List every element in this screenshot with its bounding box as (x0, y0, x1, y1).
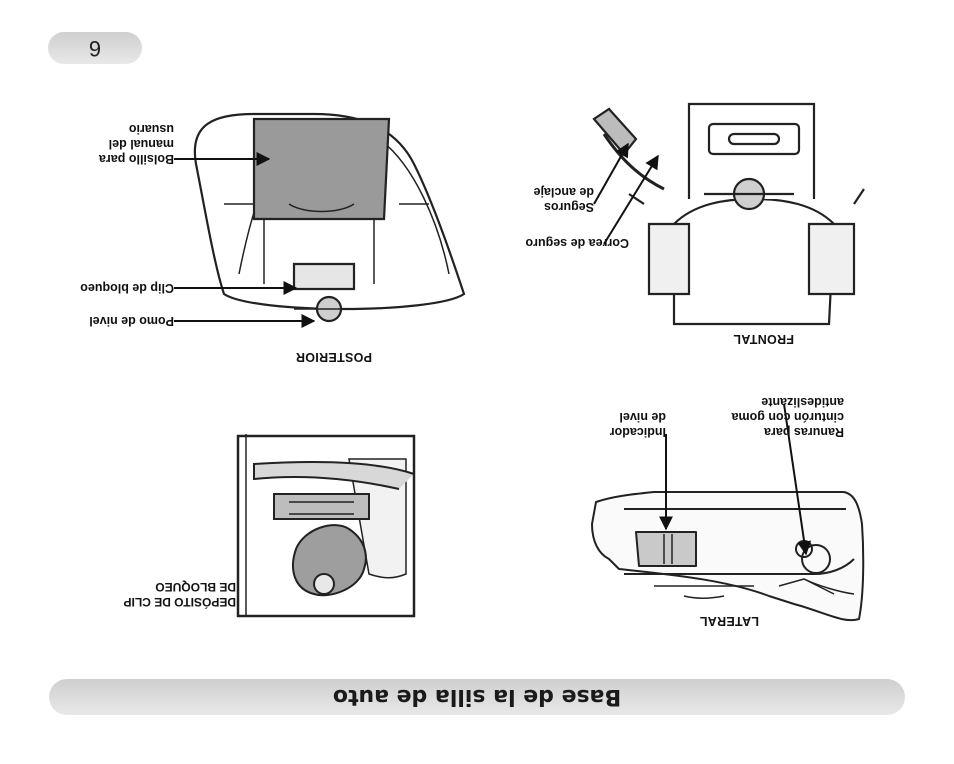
bolsillo-label-1: Bolsillo para (98, 152, 174, 166)
lateral-caption: LATERAL (699, 614, 760, 628)
arrow-ranuras (783, 403, 812, 556)
deposito-caption-1: DEPÓSITO DE CLIP (123, 595, 236, 609)
correa-label: Correa de seguro (525, 236, 629, 250)
bolsillo-label-3: usuario (128, 122, 174, 136)
posterior-view-drawing (193, 112, 466, 323)
seguros-label-2: de anclaje (533, 185, 594, 199)
lateral-view-drawing (591, 491, 865, 622)
ranuras-label-3: antideslizante (761, 395, 844, 409)
posterior-caption: POSTERIOR (295, 350, 372, 364)
frontal-view-drawing (592, 102, 865, 326)
ranuras-label-2: cinturón con goma (731, 410, 845, 424)
arrow-seguros (593, 142, 629, 205)
arrow-correa (603, 154, 659, 245)
bolsillo-label-2: manual del (108, 137, 174, 151)
seguros-label-1: Seguros (543, 200, 594, 214)
pomo-label: Pomo de nivel (89, 314, 174, 328)
deposito-caption-2: DE BLOQUEO (155, 580, 236, 594)
ranuras-label-1: Ranuras para (764, 425, 844, 439)
deposito-drawing (236, 434, 416, 618)
indicador-label-1: Indicador (609, 425, 666, 439)
indicador-label-2: de nivel (619, 410, 666, 424)
clip-label: Clip de bloqueo (80, 281, 174, 295)
frontal-caption: FRONTAL (733, 332, 794, 346)
